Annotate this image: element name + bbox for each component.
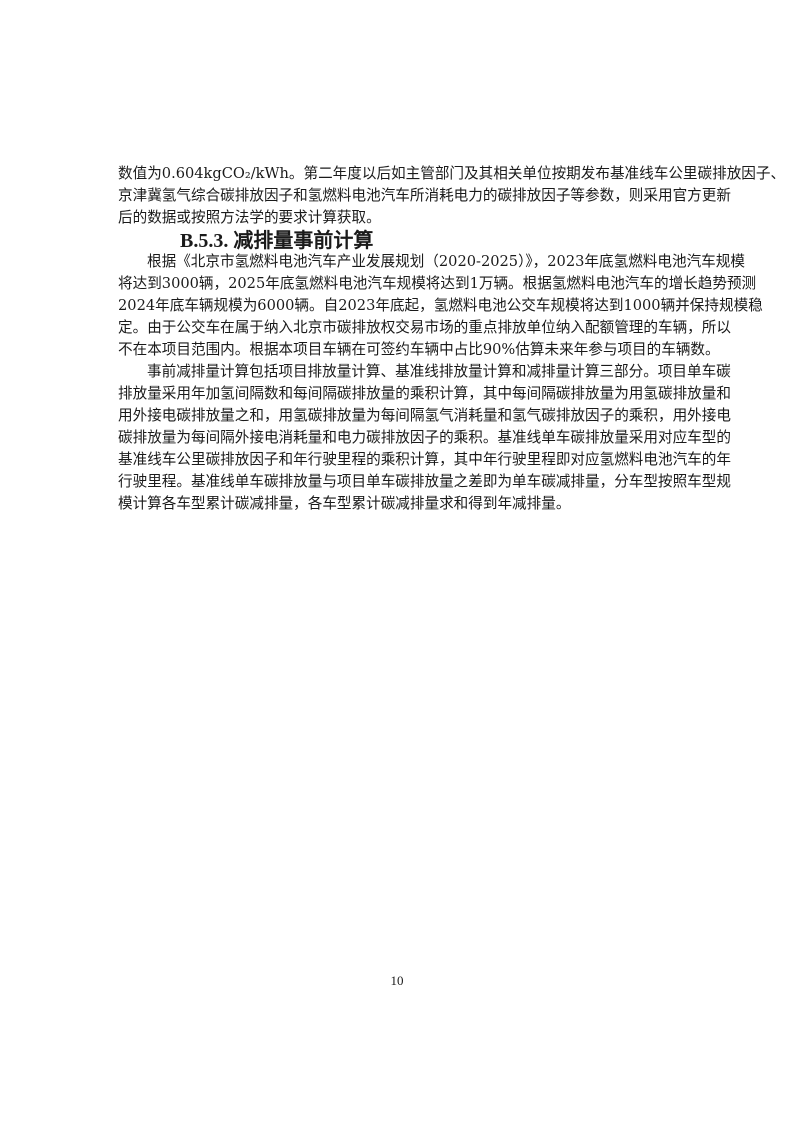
text-line: 基准线车公里碳排放因子和年行驶里程的乘积计算，其中年行驶里程即对应氢燃料电池汽车… xyxy=(118,451,731,468)
text-line: 事前减排量计算包括项目排放量计算、基准线排放量计算和减排量计算三部分。项目单车碳 xyxy=(147,363,731,380)
text-line: 将达到3000辆，2025年底氢燃料电池汽车规模将达到1万辆。根据氢燃料电池汽车… xyxy=(118,275,757,292)
page-number: 10 xyxy=(390,973,404,988)
intro-paragraph: 数值为0.604kgCO₂/kWh。第二年度以后如主管部门及其相关单位按期发布基… xyxy=(118,163,786,229)
paragraph-1: 根据《北京市氢燃料电池汽车产业发展规划（2020-2025）》，2023年底氢燃… xyxy=(118,251,763,361)
text-line: 2024年底车辆规模为6000辆。自2023年底起，氢燃料电池公交车规模将达到1… xyxy=(118,297,763,314)
text-line: 排放量采用年加氢间隔数和每间隔碳排放量的乘积计算，其中每间隔碳排放量为用氢碳排放… xyxy=(118,385,731,402)
text-line: 根据《北京市氢燃料电池汽车产业发展规划（2020-2025）》，2023年底氢燃… xyxy=(147,253,745,270)
text-line: 京津冀氢气综合碳排放因子和氢燃料电池汽车所消耗电力的碳排放因子等参数，则采用官方… xyxy=(118,187,731,204)
text-line: 模计算各车型累计碳减排量，各车型累计碳减排量求和得到年减排量。 xyxy=(118,495,571,512)
text-line: 定。由于公交车在属于纳入北京市碳排放权交易市场的重点排放单位纳入配额管理的车辆，… xyxy=(118,319,731,336)
document-body: 数值为0.604kgCO₂/kWh。第二年度以后如主管部门及其相关单位按期发布基… xyxy=(118,163,786,515)
text-line: 行驶里程。基准线单车碳排放量与项目单车碳排放量之差即为单车碳减排量，分车型按照车… xyxy=(118,473,731,490)
text-line: 数值为0.604kgCO₂/kWh。第二年度以后如主管部门及其相关单位按期发布基… xyxy=(118,165,786,182)
text-line: 碳排放量为每间隔外接电消耗量和电力碳排放因子的乘积。基准线单车碳排放量采用对应车… xyxy=(118,429,731,446)
text-line: 后的数据或按照方法学的要求计算获取。 xyxy=(118,209,381,226)
paragraph-2: 事前减排量计算包括项目排放量计算、基准线排放量计算和减排量计算三部分。项目单车碳… xyxy=(118,361,731,515)
text-line: 用外接电碳排放量之和，用氢碳排放量为每间隔氢气消耗量和氢气碳排放因子的乘积，用外… xyxy=(118,407,731,424)
text-line: 不在本项目范围内。根据本项目车辆在可签约车辆中占比90%估算未来年参与项目的车辆… xyxy=(118,341,720,358)
section-heading: B.5.3. 减排量事前计算 xyxy=(180,230,374,252)
